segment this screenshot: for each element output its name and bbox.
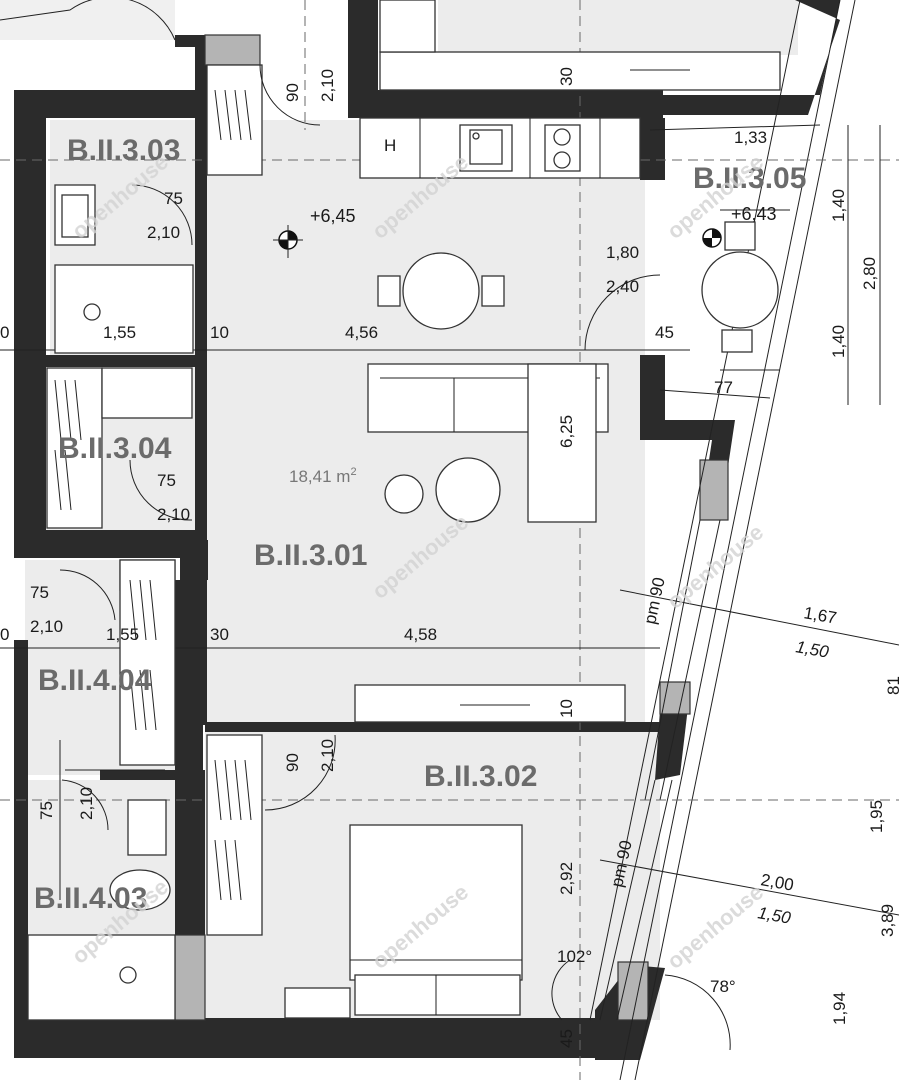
angle-102: 102°: [557, 947, 592, 966]
dim-133: 1,33: [734, 128, 767, 147]
dim-0b: 0: [0, 625, 9, 644]
dim-75a: 75: [164, 189, 183, 208]
top-left-floor: [0, 0, 175, 40]
bathroom-fixtures: [27, 184, 194, 1021]
tv-unit: [354, 684, 626, 723]
dim-200: 2,00: [759, 870, 795, 894]
dim-210d: 2,10: [318, 739, 337, 772]
area-value: 18,41 m2: [289, 466, 357, 486]
dim-210a: 2,10: [147, 223, 180, 242]
dim-194: 1,94: [830, 992, 849, 1025]
door-swings: [0, 0, 731, 1051]
dim-280: 2,80: [860, 257, 879, 290]
dim-155a: 1,55: [103, 323, 136, 342]
dim-140b: 1,40: [829, 325, 848, 358]
angle-78: 78°: [710, 977, 736, 996]
dim-90-top: 90: [283, 83, 302, 102]
dim-167: 1,67: [802, 603, 838, 627]
dim-180: 1,80: [606, 243, 639, 262]
dim-195: 1,95: [867, 800, 886, 833]
sofa: [367, 363, 609, 523]
dim-240: 2,40: [606, 277, 639, 296]
room-label-b-ii-4-04: B.II.4.04: [38, 664, 152, 697]
dim-90b: 90: [283, 753, 302, 772]
level-marker-icons: [273, 225, 722, 258]
dim-458: 4,58: [404, 625, 437, 644]
facade: [589, 0, 856, 1080]
dim-210e: 2,10: [77, 787, 96, 820]
dim-292: 2,92: [557, 862, 576, 895]
dim-81: 81: [884, 676, 899, 695]
wardrobes: [46, 64, 263, 936]
dim-75b: 75: [157, 471, 176, 490]
dim-77: 77: [714, 378, 733, 397]
dim-150a: 1,50: [794, 637, 830, 662]
top-room-floor: [438, 0, 798, 55]
walls: [14, 0, 840, 1060]
dim-45b: 45: [557, 1029, 576, 1048]
dim-10a: 10: [210, 323, 229, 342]
watermark-text: openhouse: [662, 519, 768, 614]
dim-155b: 1,55: [106, 625, 139, 644]
level-main: +6,45: [310, 206, 356, 226]
dim-140a: 1,40: [829, 189, 848, 222]
top-wardrobe: [379, 0, 781, 91]
room-label-b-ii-3-01: B.II.3.01: [254, 539, 367, 572]
dim-30-top: 30: [557, 67, 576, 86]
balcony-table: [701, 209, 790, 371]
room-label-b-ii-4-03: B.II.4.03: [34, 882, 147, 915]
watermark-text: openhouse: [662, 879, 768, 974]
level-balcony: +6,43: [731, 204, 777, 224]
dim-10b: 10: [557, 699, 576, 718]
dim-75d: 75: [37, 801, 56, 820]
dim-625: 6,25: [557, 415, 576, 448]
dim-210-top: 2,10: [318, 69, 337, 102]
dim-45a: 45: [655, 323, 674, 342]
room-label-b-ii-3-02: B.II.3.02: [424, 760, 537, 793]
kitchen-counter: [359, 117, 641, 179]
dim-210b: 2,10: [157, 505, 190, 524]
bed: [284, 824, 523, 1019]
room-label-b-ii-3-04: B.II.3.04: [58, 432, 172, 465]
room-label-b-ii-3-03: B.II.3.03: [67, 134, 180, 167]
dim-0a: 0: [0, 323, 9, 342]
dim-389: 3,89: [878, 904, 897, 937]
dim-150b: 1,50: [756, 903, 792, 928]
fridge-label: H: [384, 136, 396, 155]
room-label-b-ii-3-05: B.II.3.05: [693, 162, 806, 195]
dim-210c: 2,10: [30, 617, 63, 636]
dining-table: [377, 252, 505, 330]
dim-30b: 30: [210, 625, 229, 644]
dim-75c: 75: [30, 583, 49, 602]
dim-456: 4,56: [345, 323, 378, 342]
